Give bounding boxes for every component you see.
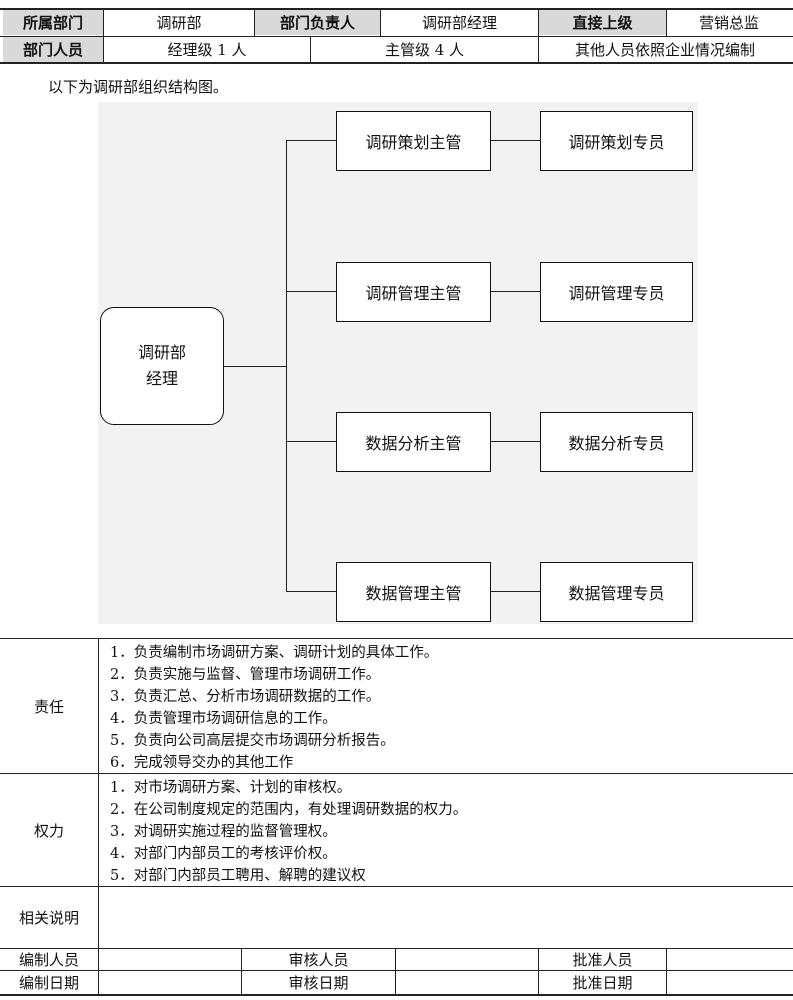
header-divider <box>380 8 381 36</box>
specialist-node: 调研管理专员 <box>540 262 693 322</box>
approved-by-label: 批准人员 <box>572 951 633 969</box>
responsibility-item: 4．负责管理市场调研信息的工作。 <box>110 711 337 727</box>
reviewed-date-label: 审核日期 <box>288 974 349 992</box>
supervisor-node: 数据管理主管 <box>336 562 491 622</box>
prepared-date-label: 编制日期 <box>18 974 79 992</box>
responsibility-item: 6．完成领导交办的其他工作 <box>110 755 294 771</box>
head-label: 部门负责人 <box>255 9 380 35</box>
header-divider <box>103 8 104 63</box>
branch-connector <box>286 140 336 141</box>
table-border <box>0 948 793 949</box>
trunk-line <box>286 140 287 592</box>
approved-date-label: 批准日期 <box>572 974 633 992</box>
staff-label: 部门人员 <box>3 37 103 62</box>
notes-label: 相关说明 <box>18 909 79 927</box>
supervisor-node: 调研策划主管 <box>336 111 491 171</box>
reviewed-by-label: 审核人员 <box>288 951 349 969</box>
authority-item: 3．对调研实施过程的监督管理权。 <box>110 824 337 840</box>
supervisor-node: 调研管理主管 <box>336 262 491 322</box>
header-divider <box>666 8 667 36</box>
signoff-divider <box>666 948 667 995</box>
header-divider <box>310 36 311 63</box>
root-label-line1: 调研部 <box>137 343 186 362</box>
authority-label: 权力 <box>33 821 64 840</box>
responsibility-item: 2．负责实施与监督、管理市场调研工作。 <box>110 667 381 683</box>
signoff-divider <box>395 948 396 995</box>
superior-label: 直接上级 <box>539 9 666 35</box>
table-border <box>0 970 793 971</box>
table-border <box>0 773 793 774</box>
root-label-line2: 经理 <box>145 369 178 388</box>
specialist-connector <box>490 441 540 442</box>
label-column-divider <box>98 638 99 995</box>
authority-item: 5．对部门内部员工聘用、解聘的建议权 <box>110 868 366 884</box>
branch-connector <box>286 291 336 292</box>
manager-count: 经理级 1 人 <box>167 41 247 59</box>
specialist-node: 数据管理专员 <box>540 562 693 622</box>
authority-item: 1．对市场调研方案、计划的审核权。 <box>110 780 352 796</box>
header-bottom-border <box>0 62 793 64</box>
supervisor-count: 主管级 4 人 <box>384 41 465 59</box>
org-chart: 调研部 经理 调研策划主管 调研管理主管 数据分析主管 数据管理主管 调研策划专… <box>98 102 698 624</box>
specialist-connector <box>490 291 540 292</box>
dept-value: 调研部 <box>156 13 202 32</box>
dept-label: 所属部门 <box>3 9 103 35</box>
authority-item: 4．对部门内部员工的考核评价权。 <box>110 846 337 862</box>
table-border <box>0 638 793 639</box>
header-mid-border <box>0 36 793 37</box>
specialist-connector <box>490 591 540 592</box>
branch-connector <box>286 441 336 442</box>
authority-item: 2．在公司制度规定的范围内，有处理调研数据的权力。 <box>110 802 468 818</box>
head-value: 调研部经理 <box>421 13 497 32</box>
specialist-node: 调研策划专员 <box>540 111 693 171</box>
prepared-by-label: 编制人员 <box>18 951 79 969</box>
table-bottom-border <box>0 994 793 996</box>
header-divider <box>254 8 255 36</box>
table-border <box>0 886 793 887</box>
responsibility-item: 1．负责编制市场调研方案、调研计划的具体工作。 <box>110 645 439 661</box>
specialist-connector <box>490 140 540 141</box>
superior-value: 营销总监 <box>698 13 759 32</box>
branch-connector <box>286 591 336 592</box>
responsibilities-label: 责任 <box>33 697 64 716</box>
intro-text: 以下为调研部组织结构图。 <box>48 78 229 96</box>
supervisor-node: 数据分析主管 <box>336 412 491 472</box>
signoff-divider <box>241 948 242 995</box>
header-top-border <box>0 8 793 10</box>
specialist-node: 数据分析专员 <box>540 412 693 472</box>
others-note: 其他人员依照企业情况编制 <box>574 41 755 59</box>
root-node: 调研部 经理 <box>100 307 224 425</box>
header-divider <box>538 8 539 63</box>
responsibility-item: 3．负责汇总、分析市场调研数据的工作。 <box>110 689 381 705</box>
signoff-divider <box>538 948 539 995</box>
root-connector <box>223 366 286 367</box>
responsibility-item: 5．负责向公司高层提交市场调研分析报告。 <box>110 733 395 749</box>
